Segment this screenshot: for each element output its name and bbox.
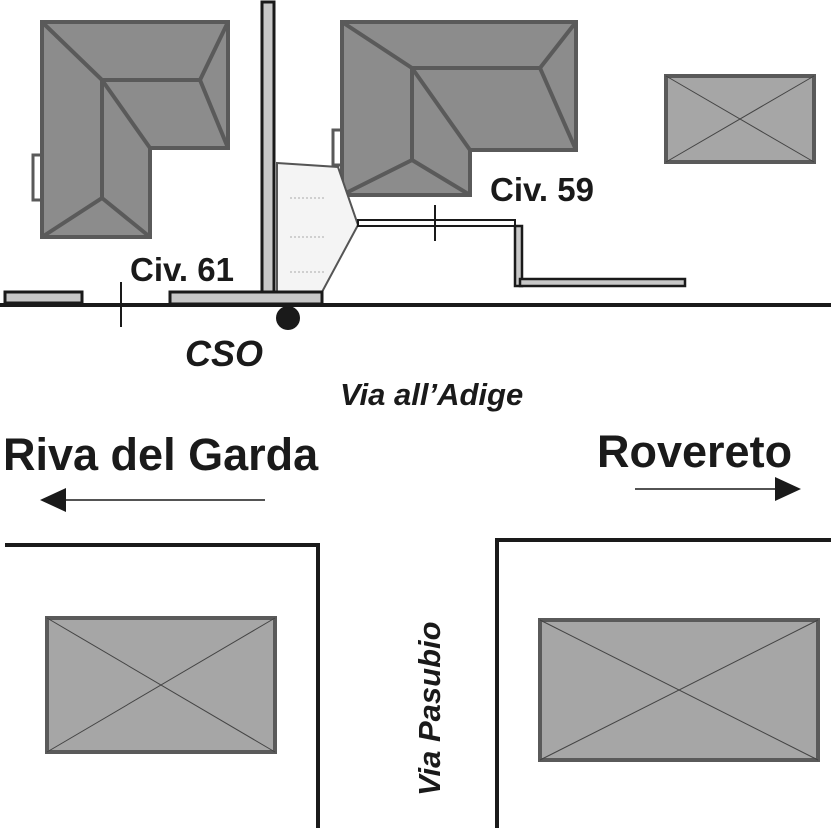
label-civ61: Civ. 61 [130, 251, 234, 288]
street-edge-bottom-left [5, 543, 320, 828]
fence-civ59 [357, 219, 687, 288]
arrow-right-icon [635, 477, 801, 501]
label-via-all-adige: Via all’Adige [340, 377, 523, 412]
wall-left [3, 290, 84, 305]
street-edge-bottom-right [495, 538, 831, 828]
block-top-right [664, 74, 816, 164]
block-bottom-left [45, 616, 277, 754]
label-cso: CSO [185, 333, 263, 374]
cso-marker [276, 306, 300, 330]
wall-civ61 [168, 290, 324, 306]
grass-symbols [290, 197, 325, 273]
label-riva-del-garda: Riva del Garda [3, 429, 319, 480]
label-civ59: Civ. 59 [490, 171, 594, 208]
building-civ61 [31, 20, 230, 239]
label-via-pasubio: Via Pasubio [412, 621, 447, 796]
arrow-left-icon [40, 488, 265, 512]
garden-area [276, 161, 360, 293]
block-bottom-right [538, 618, 820, 762]
wall-vertical [260, 0, 276, 296]
building-civ59 [331, 20, 578, 197]
label-rovereto: Rovereto [597, 426, 792, 477]
